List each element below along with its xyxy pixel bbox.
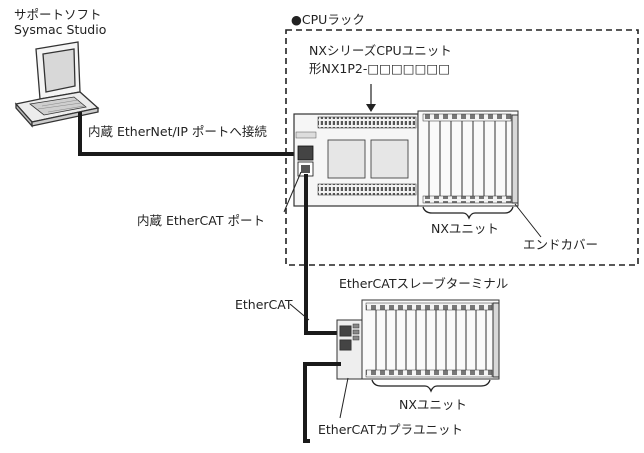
slave-nx-units-label: NXユニット (399, 397, 467, 412)
ethercat-port-label: 内蔵 EtherCAT ポート (137, 213, 265, 228)
cpu-rack-title: ●CPUラック (291, 12, 365, 27)
ethernet-port-label: 内蔵 EtherNet/IP ポートへ接続 (88, 124, 267, 139)
ethernet-ip-port (297, 145, 314, 161)
end-cover (511, 114, 519, 204)
cpu-unit-model: 形NX1P2-□□□□□□□ (309, 61, 451, 76)
laptop-icon (14, 41, 100, 128)
coupler-unit-label: EtherCATカプラユニット (318, 422, 463, 437)
ethercat-cable (304, 174, 343, 335)
ethercat-cable-label: EtherCAT (235, 297, 293, 312)
cpu-unit-label-line1: NXシリーズCPUユニット (309, 43, 452, 58)
ethercat-slave-terminal (336, 299, 500, 380)
ethercat-cable-downstream (303, 362, 341, 443)
cpu-nx-units-label: NXユニット (431, 221, 499, 236)
software-label-line1: サポートソフト (14, 7, 102, 22)
cpu-rack-boundary (285, 29, 639, 266)
nx-cpu-unit (293, 113, 419, 207)
slave-terminal-label: EtherCATスレーブターミナル (339, 276, 509, 291)
end-cover-label: エンドカバー (523, 237, 599, 252)
ethernet-cable (78, 112, 303, 156)
cpu-rack-nx-units (417, 110, 519, 207)
software-label-line2: Sysmac Studio (14, 22, 107, 37)
